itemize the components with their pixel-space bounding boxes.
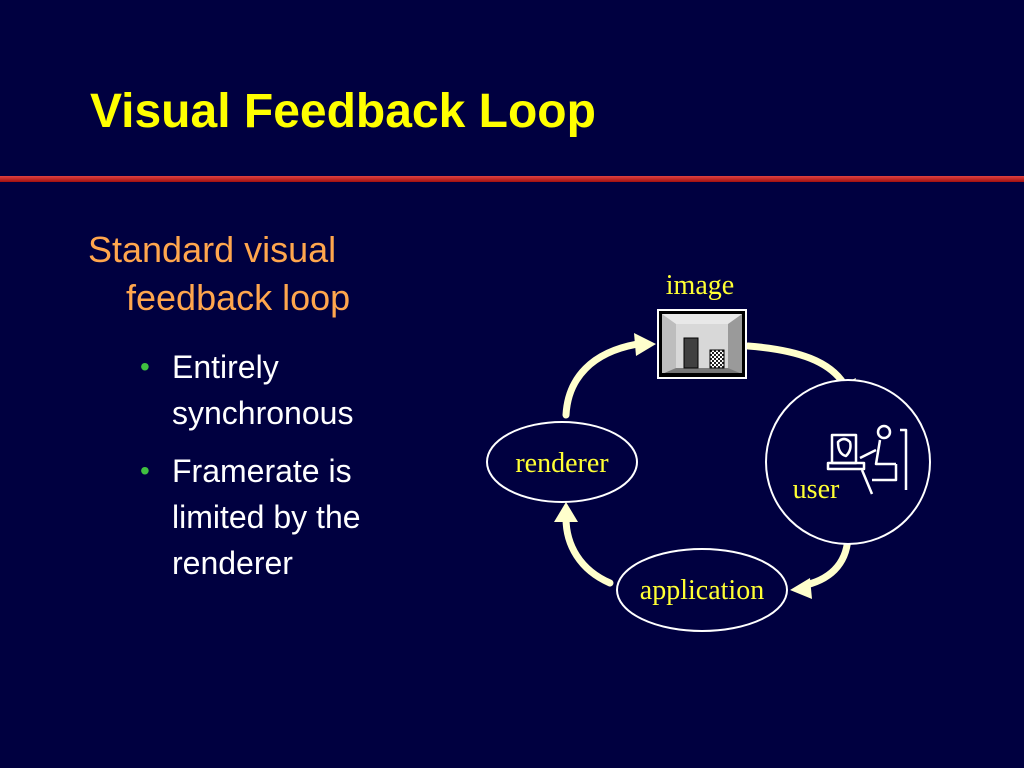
slide-title: Visual Feedback Loop <box>90 85 596 138</box>
application-label: application <box>640 575 764 606</box>
arrowhead-application <box>790 578 812 599</box>
user-at-computer-icon <box>826 424 908 495</box>
application-node <box>616 548 788 632</box>
renderer-label: renderer <box>515 448 609 479</box>
arrowhead-renderer <box>554 502 578 522</box>
arrow-image-to-user <box>744 342 848 388</box>
bullet-dot-icon: • <box>140 351 150 382</box>
image-icon <box>657 309 747 379</box>
arrow-renderer-to-image <box>562 340 642 419</box>
bullet-item: • Framerate is limited by the renderer <box>140 448 440 586</box>
image-label: image <box>666 270 734 301</box>
renderer-node <box>486 421 638 503</box>
heading-line-2: feedback loop <box>126 277 351 318</box>
arrowhead-image <box>634 333 656 356</box>
bullet-dot-icon: • <box>140 455 150 486</box>
title-divider <box>0 176 1024 182</box>
bullet-text: Entirely synchronous <box>172 349 354 431</box>
arrow-application-to-renderer <box>562 514 614 587</box>
bullet-item: • Entirely synchronous <box>140 344 440 436</box>
user-label: user <box>793 474 840 505</box>
bullet-text: Framerate is limited by the renderer <box>172 453 361 581</box>
section-heading: Standard visual feedback loop <box>88 226 448 322</box>
heading-line-1: Standard visual <box>88 229 337 270</box>
bullet-list: • Entirely synchronous • Framerate is li… <box>140 344 440 598</box>
